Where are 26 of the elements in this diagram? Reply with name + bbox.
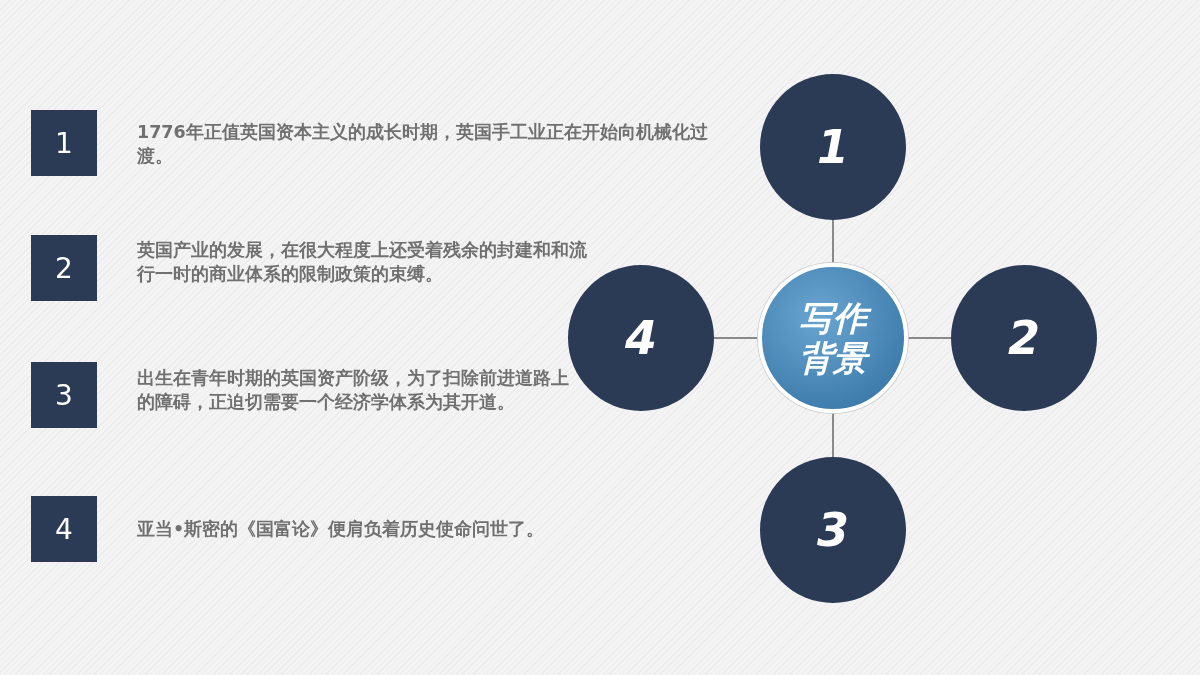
number-label: 1	[817, 120, 849, 174]
description-text: 1776年正值英国资本主义的成长时期，英国手工业正在开始向机械化过渡。	[137, 121, 709, 168]
number-label: 3	[817, 503, 849, 557]
number-label: 4	[55, 512, 73, 546]
number-label: 2	[1008, 311, 1040, 365]
number-box	[31, 362, 97, 428]
number-label: 4	[625, 311, 657, 365]
circle-node	[568, 265, 714, 411]
connector-line	[713, 337, 759, 339]
title-label: 写作背景	[790, 298, 876, 378]
circle-node	[760, 74, 906, 220]
number-label: 3	[55, 378, 73, 412]
connector-line	[907, 337, 952, 339]
connector-line	[832, 412, 834, 458]
description-text: 出生在青年时期的英国资产阶级，为了扫除前进道路上的障碍，正迫切需要一个经济学体系为其开道。	[137, 367, 570, 414]
circle-node	[951, 265, 1097, 411]
number-box	[31, 235, 97, 301]
circle-node	[760, 457, 906, 603]
number-box	[31, 496, 97, 562]
number-box	[31, 110, 97, 176]
number-label: 2	[55, 251, 73, 285]
description-text: 英国产业的发展，在很大程度上还受着残余的封建和和流行一时的商业体系的限制政策的束缚。	[137, 239, 588, 286]
center-circle	[758, 263, 908, 413]
connector-line	[832, 219, 834, 264]
description-text: 亚当•斯密的《国富论》便肩负着历史使命问世了。	[137, 518, 546, 541]
number-label: 1	[55, 126, 73, 160]
